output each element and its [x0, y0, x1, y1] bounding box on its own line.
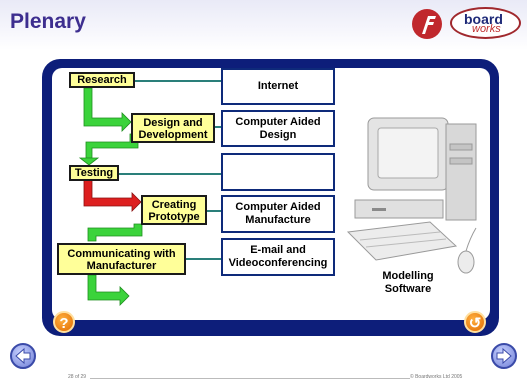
arrow-left-icon: [15, 347, 31, 365]
copyright-text: © Boardworks Ltd 2005: [410, 374, 463, 380]
modelling-software-caption: Modelling Software: [382, 270, 434, 295]
stage-communicating-manufacturer: Communicating with Manufacturer: [57, 243, 186, 275]
boardworks-logo: board works: [450, 7, 521, 39]
arrow-testing-to-prototype: [83, 179, 142, 212]
arrow-prototype-to-communicating: [87, 223, 143, 242]
arrow-communicating-out: [87, 274, 130, 306]
computer-illustration-icon: [346, 117, 477, 274]
logo-works-text: works: [472, 23, 501, 35]
connector-design: [215, 126, 221, 128]
stage-research: Research: [69, 72, 135, 88]
arrow-right-icon: [496, 347, 512, 365]
help-button[interactable]: ?: [53, 311, 75, 333]
replay-button[interactable]: ↺: [464, 311, 486, 333]
connector-research: [135, 80, 221, 82]
arrow-research-to-design: [83, 87, 132, 132]
next-slide-button[interactable]: [491, 343, 517, 369]
previous-slide-button[interactable]: [10, 343, 36, 369]
tool-blank: [221, 153, 335, 191]
tool-internet: Internet: [221, 68, 335, 105]
stage-testing: Testing: [69, 165, 119, 181]
connector-communicating: [186, 258, 221, 260]
connector-testing: [119, 173, 221, 175]
tool-computer-aided-manufacture: Computer Aided Manufacture: [221, 195, 335, 233]
stage-design-development: Design and Development: [131, 113, 215, 143]
footer-rule: [90, 378, 410, 379]
stage-creating-prototype: Creating Prototype: [141, 195, 207, 225]
page-counter: 28 of 29: [68, 374, 87, 380]
tool-computer-aided-design: Computer Aided Design: [221, 110, 335, 147]
page-title: Plenary: [10, 10, 86, 33]
connector-prototype: [207, 210, 221, 212]
boardworks-f-logo-icon: [412, 9, 442, 39]
logo-board-text: board: [464, 11, 503, 27]
tool-email-videoconferencing: E-mail and Videoconferencing: [221, 238, 335, 276]
